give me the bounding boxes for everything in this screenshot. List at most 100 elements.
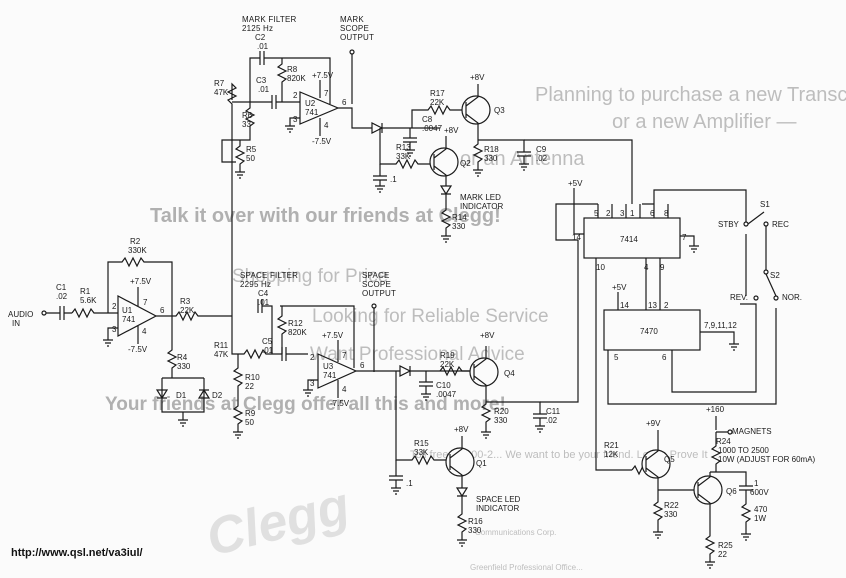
r15-label: R15 [414, 439, 429, 448]
c8-label: C8 [422, 115, 433, 124]
s1-label[interactable]: S1 [760, 200, 770, 209]
r10-label: R10 [245, 373, 260, 382]
source-url[interactable]: http://www.qsl.net/va3iul/ [8, 546, 146, 560]
resistor-r13 [379, 128, 432, 170]
s2-nor-contact[interactable] [773, 295, 779, 301]
r16-ground [457, 539, 467, 547]
bg-line-1: Planning to purchase a new Transceiver [535, 84, 846, 106]
bg-logo: Clegg [201, 476, 355, 567]
r23-power: 1W [754, 514, 766, 523]
u2-type: 741 [305, 108, 319, 117]
c11-label: C11 [546, 407, 561, 416]
capacitor-c3 [232, 95, 300, 109]
resistor-r7 [226, 82, 238, 316]
r8-label: R8 [287, 65, 298, 74]
input-stage: AUDIO IN C1 .02 R1 5.6K R2 330K U1 741 +… [8, 237, 232, 427]
ic-7470-label: 7470 [640, 327, 658, 336]
s1-switch-arm[interactable] [747, 211, 765, 225]
audio-input-terminal [41, 310, 47, 316]
r21-value: 12K [604, 450, 619, 459]
r4-label: R4 [177, 353, 188, 362]
resistor-r2 [107, 256, 173, 316]
bg-line-7: Toll free (1-800-2... We want to be your… [410, 449, 708, 461]
u3-type: 741 [323, 371, 337, 380]
u1-pin7: 7 [143, 298, 148, 307]
nor-label: NOR. [782, 293, 802, 302]
r7-value: 47K [214, 88, 229, 97]
capacitor-c8 [403, 128, 417, 150]
c5-value: .01 [262, 346, 274, 355]
q5-label: Q5 [664, 455, 675, 464]
r14-ground [441, 235, 451, 243]
u2-pin6: 6 [342, 98, 347, 107]
r11-label: R11 [214, 341, 229, 350]
mark-scope-label-1: MARK [340, 15, 364, 24]
transistor-q3 [461, 95, 491, 125]
r18-label: R18 [484, 145, 499, 154]
r5-ground [235, 171, 245, 179]
diode-d1 [155, 389, 169, 400]
r19-label: R19 [440, 351, 455, 360]
resistor-r22 [652, 496, 664, 532]
r14-label: R14 [452, 213, 467, 222]
capacitor-c5 [272, 347, 308, 361]
resistor-r17 [411, 104, 466, 128]
s2-common-contact[interactable] [763, 269, 769, 275]
s1-stby-contact[interactable] [743, 221, 749, 227]
loop-driver-stage: R21 12K Q5 +9V R22 330 Q6 +160 MAGNETS R… [604, 405, 816, 569]
s1-rec-contact[interactable] [763, 221, 769, 227]
c6-voltage: 600V [750, 488, 769, 497]
r22-value: 330 [664, 510, 678, 519]
u1-supply-wires [107, 287, 139, 344]
u1-pin4: 4 [142, 327, 147, 336]
cm-value: .1 [390, 175, 397, 184]
r25-label: R25 [718, 541, 733, 550]
q6-leads [697, 472, 711, 530]
u2-output-wire [338, 107, 372, 129]
i1-pin14: 14 [572, 233, 581, 242]
u3-pin2: 2 [310, 353, 315, 362]
u3-ground [303, 389, 313, 397]
resistor-r5 [234, 140, 246, 172]
s2-label[interactable]: S2 [770, 271, 780, 280]
bg-footer-2: Greenfield Professional Office... [470, 563, 583, 572]
resistor-r23 [740, 502, 752, 534]
capacitor-c10 [419, 371, 433, 394]
capacitor-c1 [46, 306, 72, 320]
ic-7414-top-pins [597, 189, 747, 222]
r11-value: 47K [214, 350, 229, 359]
i2-pin13: 13 [648, 301, 657, 310]
q2-supply: +8V [444, 126, 459, 135]
d2-label: D2 [212, 391, 223, 400]
r8-value: 820K [287, 74, 306, 83]
opamp-u3 [317, 353, 358, 389]
q4-supply: +8V [480, 331, 495, 340]
s2-switch-arm[interactable] [765, 273, 777, 297]
c9-value: .02 [536, 154, 548, 163]
q1-label: Q1 [476, 459, 487, 468]
r12-label: R12 [288, 319, 303, 328]
capacitor-c6 [710, 471, 753, 502]
c1-label: C1 [56, 283, 67, 292]
r13-value: 33K [396, 152, 411, 161]
q2-label: Q2 [460, 159, 471, 168]
r5-value: 50 [246, 154, 255, 163]
r16-value: 330 [468, 526, 482, 535]
c11-r20-ground [481, 425, 545, 439]
space-scope-label-3: OUTPUT [362, 289, 396, 298]
c2-label: C2 [255, 33, 266, 42]
resistor-r6 [221, 102, 256, 163]
c9-label: C9 [536, 145, 547, 154]
mark-scope-terminal [349, 49, 355, 55]
i1-pin5: 5 [594, 209, 599, 218]
resistor-r20 [480, 400, 492, 432]
ic-7470-supply: +5V [612, 283, 627, 292]
c5-label: C5 [262, 337, 273, 346]
resistor-r9 [232, 402, 244, 432]
space-led-label-2: INDICATOR [476, 504, 519, 513]
u1-vminus: -7.5V [128, 345, 148, 354]
s2-rev-contact[interactable] [753, 295, 759, 301]
ic-7470 [603, 309, 701, 351]
opamp-u2 [299, 91, 340, 125]
q6-supply: +160 [706, 405, 725, 414]
